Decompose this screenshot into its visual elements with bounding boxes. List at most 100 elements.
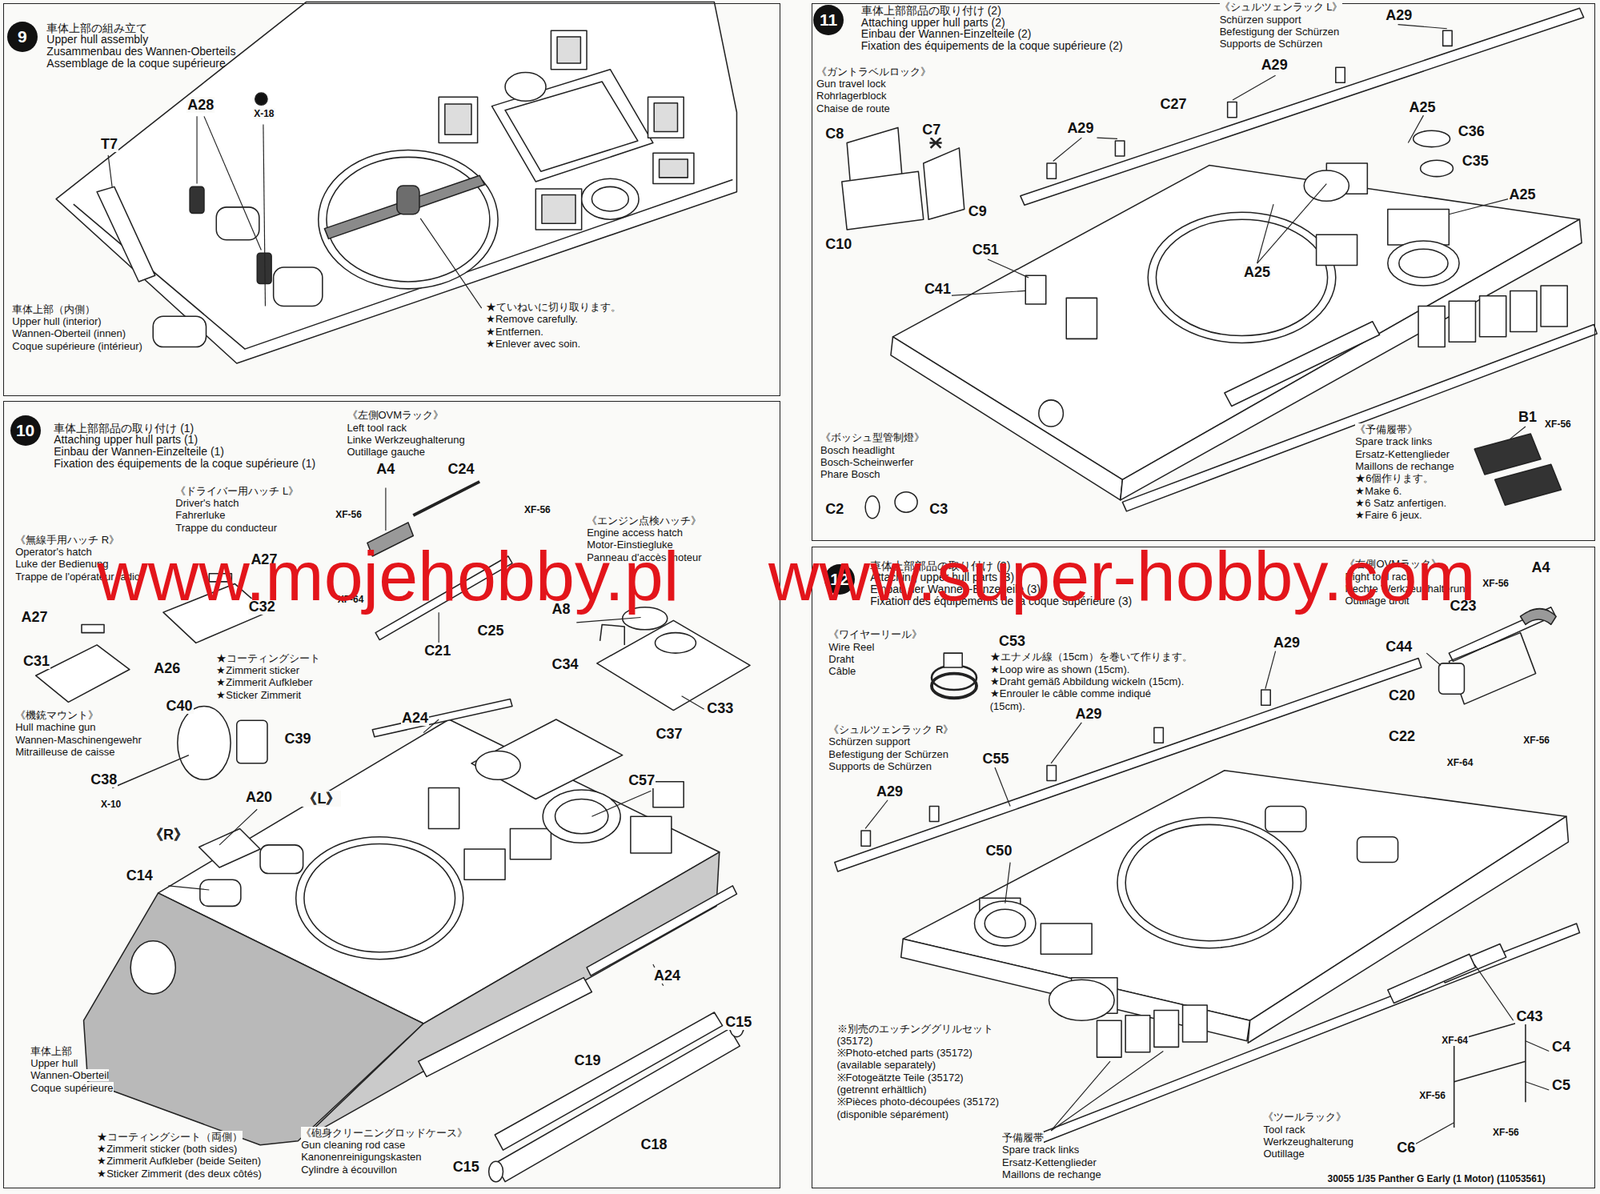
illustration-rect [1418, 306, 1445, 348]
callout-number: B1 [1517, 409, 1538, 426]
step12-drawing [834, 607, 1580, 1151]
note-text: ★6 Satz anfertigen. [1355, 497, 1447, 510]
note-text: Coque supérieure (intérieur) [12, 340, 143, 353]
note-text: 《機銃マウント》 [15, 709, 99, 722]
callout-number: C57 [627, 772, 656, 789]
illustration-polygon [890, 336, 1123, 501]
note-text: ★Enlever avec soin. [485, 337, 581, 350]
heading-line: Assemblage de la coque supérieure [46, 57, 236, 70]
illustration-rect [216, 207, 260, 241]
illustration-ellipse [1399, 248, 1448, 278]
note-text: Befestigung der Schürzen [828, 748, 949, 761]
illustration-polyline [600, 624, 626, 646]
illustration-ellipse [304, 844, 456, 953]
illustration-rect [396, 185, 420, 215]
callout-number: C51 [971, 241, 1000, 258]
illustration-rect [1114, 140, 1124, 157]
note-text: ★Zimmerit Aufkleber (beide Seiten) [96, 1154, 261, 1167]
illustration-rect [648, 96, 685, 138]
note-text: 《ワイヤーリール》 [828, 628, 923, 641]
heading-line: Attaching upper hull parts (2) [861, 16, 1123, 29]
paint-code: XF-56 [1522, 734, 1551, 746]
note-text: Gun travel lock [816, 77, 887, 90]
note-text: ★コーティングシート（両側） [96, 1130, 243, 1143]
note-text: Draht [828, 653, 855, 666]
illustration-rect [929, 806, 939, 822]
callout-number: A25 [1507, 186, 1536, 203]
note-text: Maillons de rechange [1002, 1168, 1102, 1181]
illustration-polygon [1247, 816, 1568, 1043]
note-text: Outillage [1263, 1147, 1304, 1160]
illustration-polygon [1224, 321, 1380, 407]
illustration-line [987, 259, 1029, 278]
note-text: ★Zimmerit sticker (both sides) [96, 1142, 237, 1155]
illustration-ellipse [894, 492, 918, 514]
note-text: 《砲身クリーニングロッドケース》 [300, 1126, 468, 1139]
illustration-polygon [324, 175, 485, 239]
illustration-line [865, 800, 888, 830]
note-text: Maillons de rechange [1355, 460, 1455, 473]
note-text: Câble [828, 665, 856, 678]
illustration-rect [464, 849, 506, 880]
heading-line: 車体上部部品の取り付け (1) [53, 422, 316, 435]
illustration-ellipse [1303, 170, 1349, 201]
illustration-rect [236, 720, 268, 764]
illustration-rect [81, 624, 105, 633]
illustration-rect [1154, 727, 1163, 743]
illustration-rect [260, 845, 304, 875]
note-text: Fahrerluke [175, 509, 225, 522]
note-text: Spare track links [1355, 435, 1432, 448]
callout-number: C38 [89, 771, 118, 788]
note-text: Upper hull [30, 1057, 78, 1070]
illustration-rect [1227, 102, 1237, 118]
callout-number: T7 [100, 136, 119, 153]
note-text: 《ボッシュ型管制燈》 [820, 431, 925, 444]
note-text: ※別売のエッチンググリルセット [837, 1022, 994, 1035]
illustration-polygon [491, 69, 653, 182]
callout-number: C5 [1551, 1077, 1572, 1094]
illustration-rect [1046, 765, 1056, 781]
watermark: www.mojehobby.pl [96, 541, 679, 612]
illustration-ellipse [865, 496, 880, 519]
callout-number: C22 [1387, 728, 1416, 745]
illustration-line [1398, 24, 1448, 29]
illustration-rect [1448, 300, 1476, 342]
note-text: Engine access hatch [586, 526, 683, 539]
callout-number: C44 [1384, 638, 1413, 655]
note-text: (35172) [837, 1034, 874, 1047]
note-text: (15cm). [990, 700, 1026, 713]
illustration-polygon [494, 1028, 740, 1182]
heading-line: Fixation des équipements de la coque sup… [861, 40, 1123, 53]
illustration-ellipse [1420, 160, 1454, 177]
note-text: Linke Werkzeughalterung [347, 433, 466, 446]
illustration-polygon [1020, 923, 1580, 1151]
callout-number: A4 [375, 461, 396, 478]
illustration-line [1005, 862, 1011, 904]
callout-number: A29 [875, 783, 904, 800]
callout-number: A4 [1531, 559, 1552, 576]
illustration-line [1525, 1041, 1549, 1052]
illustration-line [168, 886, 209, 891]
paint-code: 30055 1/35 Panther G Early (1 Motor) (11… [1327, 1173, 1547, 1185]
illustration-polygon [1495, 464, 1562, 506]
callout-number: A26 [152, 660, 181, 677]
callout-number: C19 [573, 1052, 602, 1069]
illustration-rect [256, 252, 272, 284]
note-text: Wannen-Maschinengewehr [15, 733, 142, 746]
illustration-line [204, 116, 261, 250]
note-text: 《ツールラック》 [1263, 1110, 1347, 1123]
note-text: 《予備履帯》 [1355, 423, 1418, 436]
callout-number: A29 [1384, 7, 1413, 24]
illustration-rect [653, 152, 694, 184]
note-text: Phare Bosch [820, 468, 880, 481]
step-number-text: 11 [819, 11, 838, 29]
callout-number: C18 [639, 1136, 668, 1153]
illustration-g [865, 651, 1549, 1149]
step-heading: 車体上部部品の取り付け (1)Attaching upper hull part… [53, 422, 316, 470]
callout-number: C43 [1515, 1008, 1544, 1025]
illustration-ellipse [581, 178, 639, 220]
illustration-ellipse [1387, 240, 1460, 286]
note-text: Werkzeughalterung [1263, 1135, 1354, 1148]
illustration-line [108, 155, 113, 189]
illustration-rect [1439, 663, 1465, 694]
